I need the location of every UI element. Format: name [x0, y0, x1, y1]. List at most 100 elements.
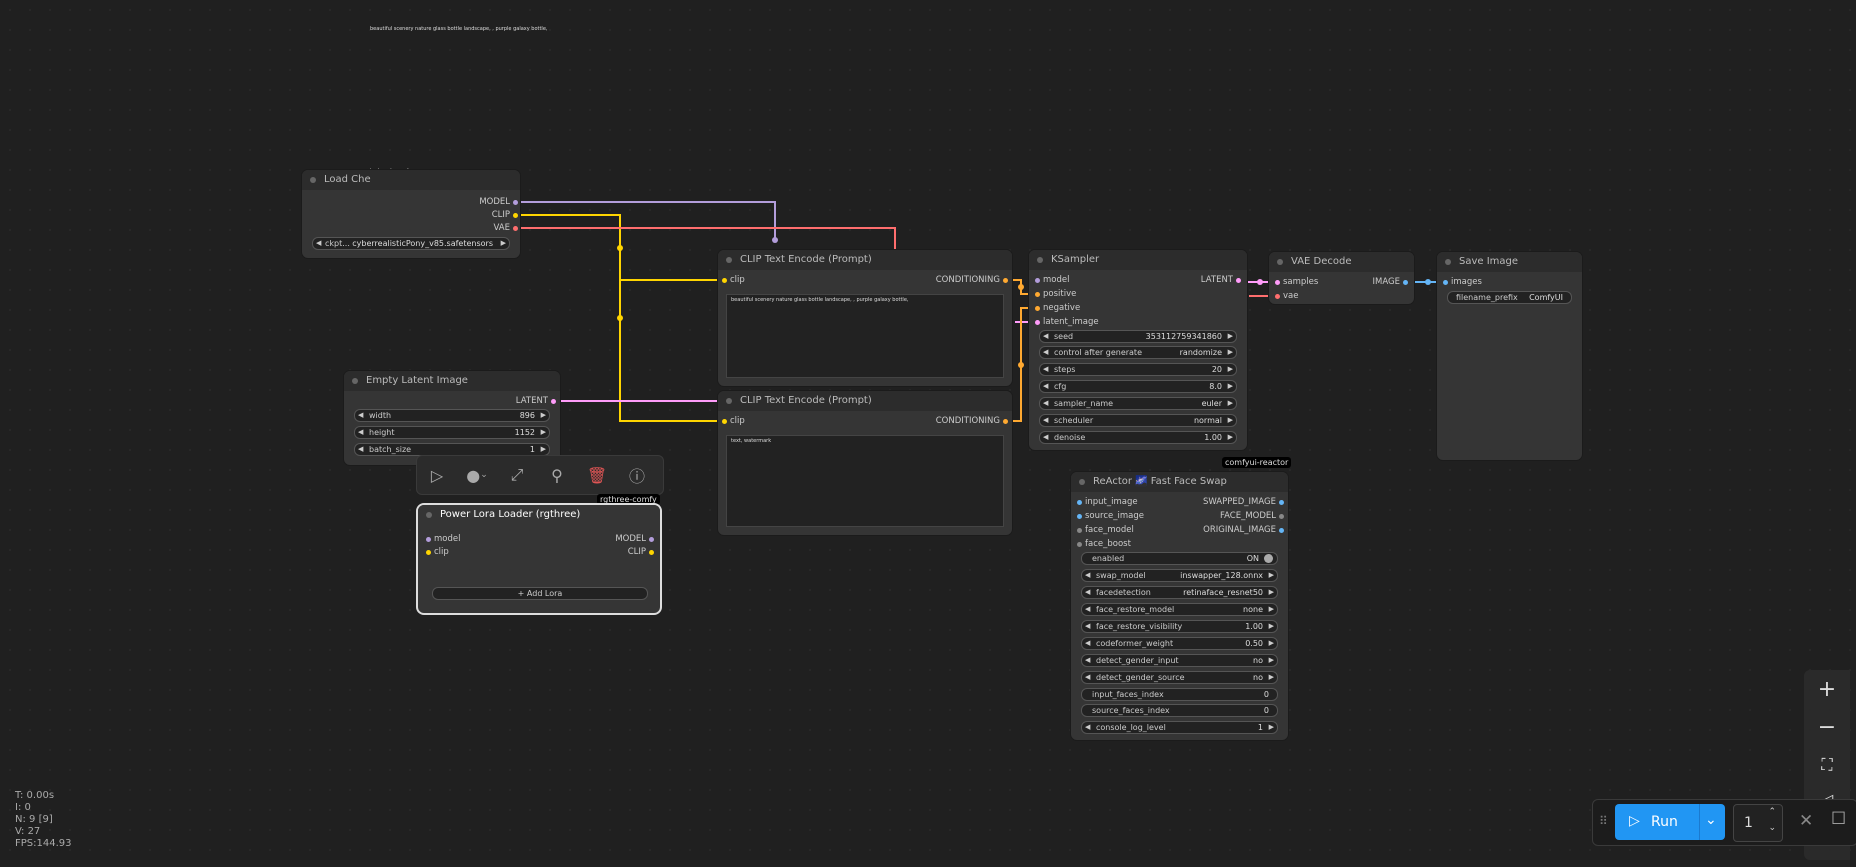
slot-dot-icon[interactable]	[426, 549, 431, 555]
drag-handle-icon[interactable]: ⠿	[1599, 814, 1608, 828]
slot-dot-icon[interactable]	[1003, 418, 1008, 424]
arrow-left-icon[interactable]: ◀	[316, 239, 322, 247]
slot-dot-icon[interactable]	[1236, 277, 1241, 283]
chevron-down-icon[interactable]: ⌄	[1768, 823, 1776, 833]
collapse-dot-icon[interactable]	[1037, 257, 1043, 263]
slot-dot-icon[interactable]	[513, 199, 518, 205]
slot-dot-icon[interactable]	[1003, 277, 1008, 283]
output-clip[interactable]: CLIP	[628, 546, 654, 558]
run-toolbar[interactable]: ⠿ ▷ Run ⌄ 1 ⌃ ⌄ ✕ ☐	[1592, 799, 1856, 846]
prompt-textarea[interactable]: beautiful scenery nature glass bottle la…	[726, 294, 1004, 378]
fit-view-icon[interactable]: ⛶	[1821, 755, 1833, 774]
slot-dot-icon[interactable]	[513, 212, 518, 218]
slot-dot-icon[interactable]	[1035, 305, 1040, 311]
output-clip[interactable]: CLIP	[492, 209, 518, 221]
slot-dot-icon[interactable]	[513, 225, 518, 231]
collapse-dot-icon[interactable]	[426, 512, 432, 518]
slot-dot-icon[interactable]	[1035, 277, 1040, 283]
input-face-boost[interactable]: face_boost	[1077, 538, 1131, 550]
bypass-icon[interactable]: ⤢	[510, 465, 524, 484]
queue-icon[interactable]: ☐	[1831, 809, 1847, 829]
load-checkpoint-node[interactable]: Load Che MODEL CLIP VAE ◀ ckpt... cyberr…	[302, 170, 520, 258]
input-clip[interactable]: clip	[722, 274, 745, 286]
collapse-dot-icon[interactable]	[310, 177, 316, 183]
slot-dot-icon[interactable]	[426, 536, 431, 542]
slot-dot-icon[interactable]	[1077, 527, 1082, 533]
reactor-fast-face-swap-node[interactable]: ReActor 🌌 Fast Face Swap input_image sou…	[1071, 472, 1288, 740]
collapse-dot-icon[interactable]	[1079, 479, 1085, 485]
input-source-image[interactable]: source_image	[1077, 510, 1144, 522]
output-latent[interactable]: LATENT	[1201, 274, 1241, 286]
output-conditioning[interactable]: CONDITIONING	[936, 274, 1008, 286]
input-negative[interactable]: negative	[1035, 302, 1080, 314]
slot-dot-icon[interactable]	[722, 277, 727, 283]
slot-dot-icon[interactable]	[1275, 293, 1280, 299]
input-images[interactable]: images	[1443, 276, 1482, 288]
slot-dot-icon[interactable]	[1035, 291, 1040, 297]
collapse-dot-icon[interactable]	[1445, 259, 1451, 265]
slot-dot-icon[interactable]	[1403, 279, 1408, 285]
add-lora-button[interactable]: + Add Lora	[432, 587, 648, 600]
input-clip[interactable]: clip	[722, 415, 745, 427]
power-lora-loader-node[interactable]: Power Lora Loader (rgthree) model clip M…	[418, 505, 660, 613]
chevron-up-icon[interactable]: ⌃	[1768, 807, 1776, 817]
node-header[interactable]: Load Che	[302, 170, 520, 190]
node-header[interactable]: CLIP Text Encode (Prompt)	[718, 391, 1012, 411]
help-icon[interactable]: ⓘ	[628, 467, 645, 486]
output-latent[interactable]: LATENT	[516, 395, 556, 407]
ksampler-node[interactable]: KSampler model positive negative latent_…	[1029, 250, 1247, 450]
slot-dot-icon[interactable]	[1443, 279, 1448, 285]
input-face-model[interactable]: face_model	[1077, 524, 1134, 536]
prompt-textarea[interactable]: text, watermark	[726, 435, 1004, 527]
collapse-dot-icon[interactable]	[1277, 259, 1283, 265]
slot-dot-icon[interactable]	[1279, 527, 1284, 533]
node-header[interactable]: ReActor 🌌 Fast Face Swap	[1071, 472, 1288, 492]
output-vae[interactable]: VAE	[494, 222, 518, 234]
collapse-dot-icon[interactable]	[352, 378, 358, 384]
slot-dot-icon[interactable]	[722, 418, 727, 424]
node-header[interactable]: Power Lora Loader (rgthree)	[418, 505, 660, 525]
slot-dot-icon[interactable]	[1077, 499, 1082, 505]
clip-text-encode-positive-node[interactable]: CLIP Text Encode (Prompt) clip CONDITION…	[718, 250, 1012, 386]
clip-text-encode-negative-node[interactable]: CLIP Text Encode (Prompt) clip CONDITION…	[718, 391, 1012, 535]
slot-dot-icon[interactable]	[1279, 513, 1284, 519]
output-conditioning[interactable]: CONDITIONING	[936, 415, 1008, 427]
output-swapped-image[interactable]: SWAPPED_IMAGE	[1203, 496, 1284, 508]
chevron-down-icon[interactable]: ⌄	[1705, 812, 1717, 828]
node-header[interactable]: Empty Latent Image	[344, 371, 560, 391]
arrow-right-icon[interactable]: ▶	[500, 239, 506, 247]
input-clip[interactable]: clip	[426, 546, 449, 558]
vae-decode-node[interactable]: VAE Decode samples vae IMAGE	[1269, 252, 1414, 304]
output-face-model[interactable]: FACE_MODEL	[1220, 510, 1284, 522]
input-latent-image[interactable]: latent_image	[1035, 316, 1099, 328]
slot-dot-icon[interactable]	[1077, 513, 1082, 519]
slot-dot-icon[interactable]	[649, 536, 654, 542]
slot-dot-icon[interactable]	[649, 549, 654, 555]
slot-dot-icon[interactable]	[1279, 499, 1284, 505]
slot-dot-icon[interactable]	[1275, 279, 1280, 285]
input-vae[interactable]: vae	[1275, 290, 1298, 302]
node-header[interactable]: CLIP Text Encode (Prompt)	[718, 250, 1012, 270]
output-image[interactable]: IMAGE	[1373, 276, 1408, 288]
slot-dot-icon[interactable]	[1077, 541, 1082, 547]
input-model[interactable]: model	[426, 533, 460, 545]
input-input-image[interactable]: input_image	[1077, 496, 1138, 508]
